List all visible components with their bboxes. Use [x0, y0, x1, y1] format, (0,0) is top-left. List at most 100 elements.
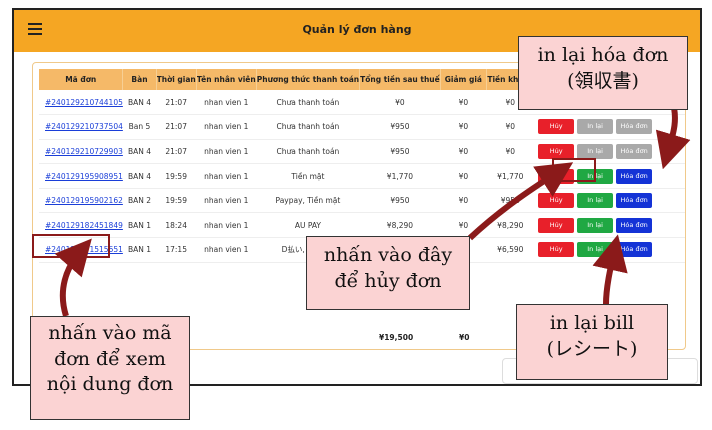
discount-sum: ¥0	[459, 333, 470, 342]
cell-discount: ¥0	[458, 220, 469, 230]
column-header: Giảm giá	[440, 69, 487, 90]
order-id-link[interactable]: #240129210737504	[45, 122, 123, 132]
cell-table: BAN 4	[127, 171, 152, 181]
column-header: Thời gian	[156, 69, 197, 90]
page-title: Quản lý đơn hàng	[302, 23, 412, 36]
cell-payment: Chưa thanh toán	[276, 122, 340, 132]
order-id-link[interactable]: #240129210729903	[45, 146, 123, 156]
cell-paid: ¥950	[500, 196, 520, 206]
callout-line: (領収書)	[567, 69, 639, 92]
cancel-button[interactable]: Hủy	[538, 119, 575, 135]
reprint-bill-button[interactable]: In lại	[577, 119, 614, 135]
cell-discount: ¥0	[458, 122, 469, 132]
table-row: #240129195902162 BAN 2 19:59 nhan vien 1 Pay…	[39, 188, 685, 213]
cell-time: 21:07	[165, 146, 187, 156]
cell-discount: ¥0	[458, 146, 469, 156]
cell-staff: nhan vien 1	[204, 196, 249, 206]
cell-paid: ¥0	[505, 122, 516, 132]
cell-discount: ¥0	[458, 97, 469, 107]
reprint-bill-button[interactable]: In lại	[577, 143, 614, 159]
cell-table: BAN 1	[127, 245, 152, 255]
cell-paid: ¥6,590	[497, 245, 524, 255]
cell-staff: nhan vien 1	[204, 220, 249, 230]
cell-discount: ¥0	[458, 196, 469, 206]
cancel-button[interactable]: Hủy	[538, 143, 575, 159]
cell-time: 19:59	[165, 196, 187, 206]
callout-line: để hủy đơn	[334, 269, 442, 292]
cell-time: 21:07	[165, 122, 187, 132]
order-id-cell: #240129195902162	[39, 188, 123, 213]
reprint-invoice-button[interactable]: Hóa đơn	[616, 193, 653, 209]
reprint-bill-button[interactable]: In lại	[577, 193, 614, 209]
reprint-invoice-button[interactable]: Hóa đơn	[616, 119, 653, 135]
order-id-link[interactable]: #240129195908951	[45, 171, 123, 181]
cell-time: 18:24	[165, 220, 187, 230]
arrow-view-order	[54, 238, 92, 317]
total-sum: ¥19,500	[379, 333, 414, 342]
cancel-button[interactable]: Hủy	[538, 193, 575, 209]
order-id-cell: #240129195908951	[39, 164, 123, 189]
callout-line: nhấn vào mã	[48, 322, 172, 344]
reprint-invoice-button[interactable]: Hóa đơn	[616, 143, 653, 159]
cell-staff: nhan vien 1	[204, 245, 249, 255]
order-id-link[interactable]: #240129182451849	[45, 220, 123, 230]
callout-line: (レシート)	[546, 337, 638, 360]
reprint-invoice-button[interactable]: Hóa đơn	[616, 217, 653, 233]
cell-paid: ¥1,770	[497, 171, 524, 181]
cancel-button[interactable]: Hủy	[538, 217, 575, 233]
column-header: Bàn	[122, 69, 157, 90]
cell-paid: ¥0	[505, 97, 516, 107]
cell-staff: nhan vien 1	[204, 171, 249, 181]
reprint-bill-button[interactable]: In lại	[577, 217, 614, 233]
cancel-button[interactable]: Hủy	[538, 242, 575, 258]
cell-total: ¥950	[390, 122, 410, 132]
cell-discount: ¥0	[458, 171, 469, 181]
callout-reprint-invoice: in lại hóa đơn (領収書)	[518, 36, 688, 110]
cell-total: ¥950	[390, 196, 410, 206]
cell-table: Ban 5	[128, 122, 151, 132]
order-id-link[interactable]: #240129195902162	[45, 196, 123, 206]
hamburger-icon[interactable]	[28, 23, 42, 35]
arrow-cancel	[467, 162, 574, 241]
cell-total: ¥0	[395, 97, 405, 107]
callout-line: nội dung đơn	[46, 373, 174, 396]
column-header: Tên nhân viên	[196, 69, 257, 90]
callout-reprint-bill: in lại bill (レシート)	[516, 304, 668, 380]
cell-payment: Paypay, Tiền mặt	[275, 196, 341, 206]
cell-paid: ¥0	[505, 146, 516, 156]
cell-total: ¥1,770	[386, 171, 414, 181]
arrow-reprint-bill	[592, 234, 628, 305]
reprint-invoice-button[interactable]: Hóa đơn	[616, 168, 653, 184]
order-id-cell: #240129210744105	[39, 90, 123, 115]
column-header: Phương thức thanh toán	[256, 69, 361, 90]
order-id-cell: #240129182451849	[39, 213, 123, 238]
cell-table: BAN 2	[127, 196, 152, 206]
cell-payment: Chưa thanh toán	[276, 146, 340, 156]
order-id-link[interactable]: #240129210744105	[45, 97, 123, 107]
cell-staff: nhan vien 1	[204, 122, 249, 132]
cell-paid: ¥8,290	[497, 220, 524, 230]
cell-staff: nhan vien 1	[204, 146, 249, 156]
callout-line: đơn để xem	[54, 347, 166, 370]
cell-total: ¥950	[390, 146, 410, 156]
cell-payment: Chưa thanh toán	[276, 97, 340, 107]
cell-payment: AU PAY	[294, 220, 322, 230]
callout-line: nhấn vào đây	[323, 244, 453, 266]
callout-cancel-order: nhấn vào đây để hủy đơn	[306, 236, 470, 310]
cell-time: 17:15	[165, 245, 187, 255]
cell-staff: nhan vien 1	[204, 97, 249, 107]
cell-total: ¥8,290	[386, 220, 414, 230]
callout-line: in lại hóa đơn	[537, 44, 669, 66]
cell-table: BAN 1	[127, 220, 152, 230]
cell-table: BAN 4	[127, 97, 152, 107]
column-header: Tổng tiền sau thuế	[359, 69, 441, 90]
callout-line: in lại bill	[549, 312, 635, 334]
